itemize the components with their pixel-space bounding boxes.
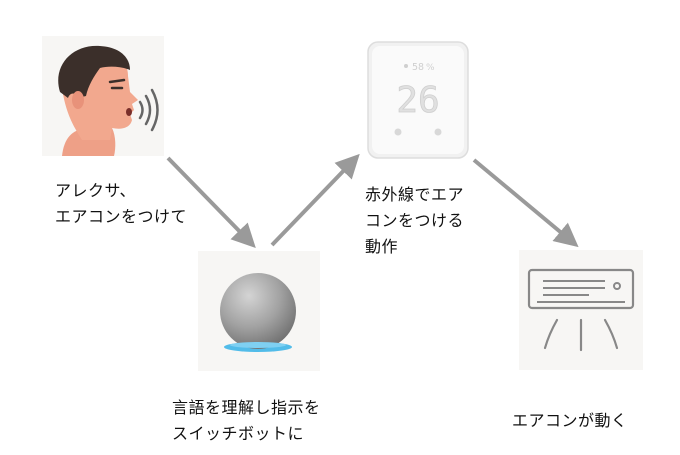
step-caption-understand-language: 言語を理解し指示を スイッチボットに (172, 398, 321, 443)
smart-speaker-icon (220, 273, 296, 352)
air-conditioner-tile (519, 250, 643, 370)
air-conditioner-icon (527, 268, 635, 352)
arrow-speaker-to-hub (270, 153, 360, 247)
speaking-person-icon (58, 45, 159, 156)
ir-hub-icon: 58 % 26 (367, 41, 469, 159)
step-caption-voice-command: アレクサ、 エアコンをつけて (55, 181, 188, 226)
svg-text:%: % (426, 63, 435, 73)
step-caption-ir-operation: 赤外線でエア コンをつける 動作 (365, 185, 465, 256)
hub-humidity-readout: 58 (412, 62, 424, 73)
speaking-person-tile (42, 36, 164, 156)
smart-speaker-tile (198, 251, 320, 371)
step-caption-aircon-runs: エアコンが動く (512, 411, 628, 430)
arrow-hub-to-aircon (472, 158, 579, 248)
arrow-voice-to-speaker (166, 156, 256, 249)
hub-temperature-readout: 26 (396, 80, 439, 121)
ir-hub-tile: 58 % 26 (360, 36, 472, 160)
